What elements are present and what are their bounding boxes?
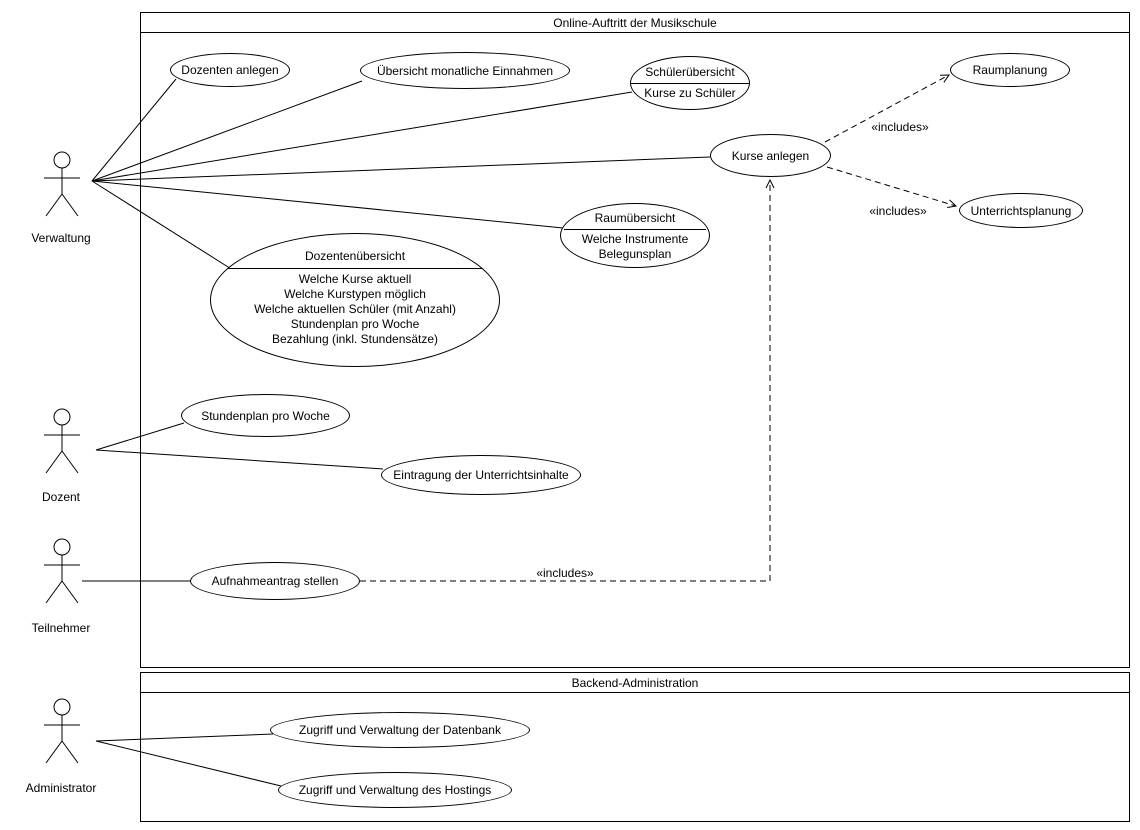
actor-head-icon xyxy=(53,408,71,426)
association-verwaltung-dozenten-anlegen xyxy=(91,78,177,182)
usecase-kurse-anlegen: Kurse anlegen xyxy=(710,134,831,177)
actor-head-icon xyxy=(53,698,71,716)
association-administrator-datenbank xyxy=(95,733,274,742)
includes-label-raumplanung: «includes» xyxy=(871,120,929,134)
association-verwaltung-kurse-anlegen xyxy=(91,156,711,182)
system-boundary-backend: Backend-Administration xyxy=(140,672,1130,822)
usecase-raumuebersicht: Raumübersicht Welche Instrumente Belegun… xyxy=(560,203,710,268)
usecase-uebersicht-einnahmen: Übersicht monatliche Einnahmen xyxy=(360,52,570,89)
actor-left-leg xyxy=(45,193,63,217)
association-verwaltung-uebersicht-einnahmen xyxy=(91,80,363,182)
usecase-label: Eintragung der Unterrichtsinhalte xyxy=(393,468,569,482)
actor-left-leg xyxy=(45,580,63,604)
usecase-divider xyxy=(228,268,482,269)
usecase-label: Dozenten anlegen xyxy=(181,63,279,77)
usecase-dozenten-anlegen: Dozenten anlegen xyxy=(170,53,290,87)
association-verwaltung-dozentenuebersicht xyxy=(91,180,237,273)
usecase-line: Welche Kurse aktuell xyxy=(298,272,412,286)
usecase-line: Welche Kurstypen möglich xyxy=(284,287,426,301)
include-arrow-kurse-unterrichtsplanung xyxy=(826,166,958,209)
usecase-title: Raumübersicht xyxy=(594,211,676,225)
usecase-line: Welche aktuellen Schüler (mit Anzahl) xyxy=(254,302,456,316)
usecase-label: Unterrichtsplanung xyxy=(970,203,1072,218)
usecase-label: Übersicht monatliche Einnahmen xyxy=(376,63,554,78)
usecase-label: Raumplanung xyxy=(972,63,1048,77)
usecase-title: Schülerübersicht xyxy=(645,65,735,79)
usecase-title: Dozentenübersicht xyxy=(304,249,406,263)
usecase-schueleruebersicht: Schülerübersicht Kurse zu Schüler xyxy=(630,56,750,110)
association-administrator-hosting xyxy=(95,740,282,787)
usecase-line: Kurse zu Schüler xyxy=(644,86,736,100)
actor-verwaltung-figure xyxy=(44,151,80,217)
actor-right-leg xyxy=(61,193,79,217)
usecase-divider xyxy=(563,229,707,230)
include-arrow-aufnahmeantrag-kurse xyxy=(360,178,775,582)
usecase-stundenplan-pro-woche: Stundenplan pro Woche xyxy=(181,394,350,437)
system-boundary-musikschule-title: Online-Auftritt der Musikschule xyxy=(141,13,1129,33)
usecase-label: Zugriff und Verwaltung des Hostings xyxy=(298,783,492,797)
actor-left-leg xyxy=(45,740,63,764)
includes-label-aufnahmeantrag: «includes» xyxy=(536,566,594,580)
actor-left-leg xyxy=(45,450,63,474)
system-boundary-musikschule: Online-Auftritt der Musikschule xyxy=(140,12,1130,668)
association-dozent-stundenplan xyxy=(95,422,185,451)
usecase-label: Stundenplan pro Woche xyxy=(201,408,330,423)
actor-teilnehmer-figure xyxy=(44,538,80,604)
usecase-zugriff-hosting: Zugriff und Verwaltung des Hostings xyxy=(278,772,512,808)
usecase-divider xyxy=(631,83,749,84)
usecase-line: Bezahlung (inkl. Stundensätze) xyxy=(271,332,439,346)
actor-right-leg xyxy=(61,740,79,764)
usecase-label: Aufnahmeantrag stellen xyxy=(211,574,339,588)
usecase-label: Zugriff und Verwaltung der Datenbank xyxy=(299,723,501,737)
actor-dozent-figure xyxy=(44,408,80,474)
usecase-unterrichtsplanung: Unterrichtsplanung xyxy=(959,193,1083,228)
include-relations xyxy=(360,74,958,582)
dozent-associations xyxy=(95,422,384,470)
association-verwaltung-raumuebersicht xyxy=(91,180,564,229)
actor-right-leg xyxy=(61,450,79,474)
verwaltung-associations xyxy=(91,78,711,273)
actor-head-icon xyxy=(53,151,71,169)
administrator-associations xyxy=(95,733,282,787)
usecase-label: Kurse anlegen xyxy=(731,148,810,163)
usecase-line: Welche Instrumente xyxy=(581,232,689,246)
actor-administrator-label: Administrator xyxy=(25,781,97,795)
actor-right-leg xyxy=(61,580,79,604)
actor-teilnehmer-label: Teilnehmer xyxy=(31,621,91,635)
usecase-dozentenuebersicht: Dozentenübersicht Welche Kurse aktuell W… xyxy=(210,233,500,367)
system-boundary-backend-title: Backend-Administration xyxy=(141,673,1129,693)
actor-verwaltung-label: Verwaltung xyxy=(31,231,91,245)
usecase-raumplanung: Raumplanung xyxy=(950,53,1070,87)
usecase-aufnahmeantrag-stellen: Aufnahmeantrag stellen xyxy=(190,562,360,600)
association-dozent-eintragung xyxy=(95,449,384,470)
usecase-eintragung-unterrichtsinhalte: Eintragung der Unterrichtsinhalte xyxy=(381,455,581,495)
actor-head-icon xyxy=(53,538,71,556)
actor-administrator-figure xyxy=(44,698,80,764)
includes-label-unterrichtsplanung: «includes» xyxy=(869,204,927,218)
association-verwaltung-schueleruebersicht xyxy=(91,91,633,182)
usecase-zugriff-datenbank: Zugriff und Verwaltung der Datenbank xyxy=(270,712,530,748)
usecase-line: Belegunsplan xyxy=(598,247,672,261)
usecase-line: Stundenplan pro Woche xyxy=(290,317,420,331)
include-arrow-kurse-raumplanung xyxy=(824,74,950,143)
actor-dozent-label: Dozent xyxy=(41,490,81,504)
